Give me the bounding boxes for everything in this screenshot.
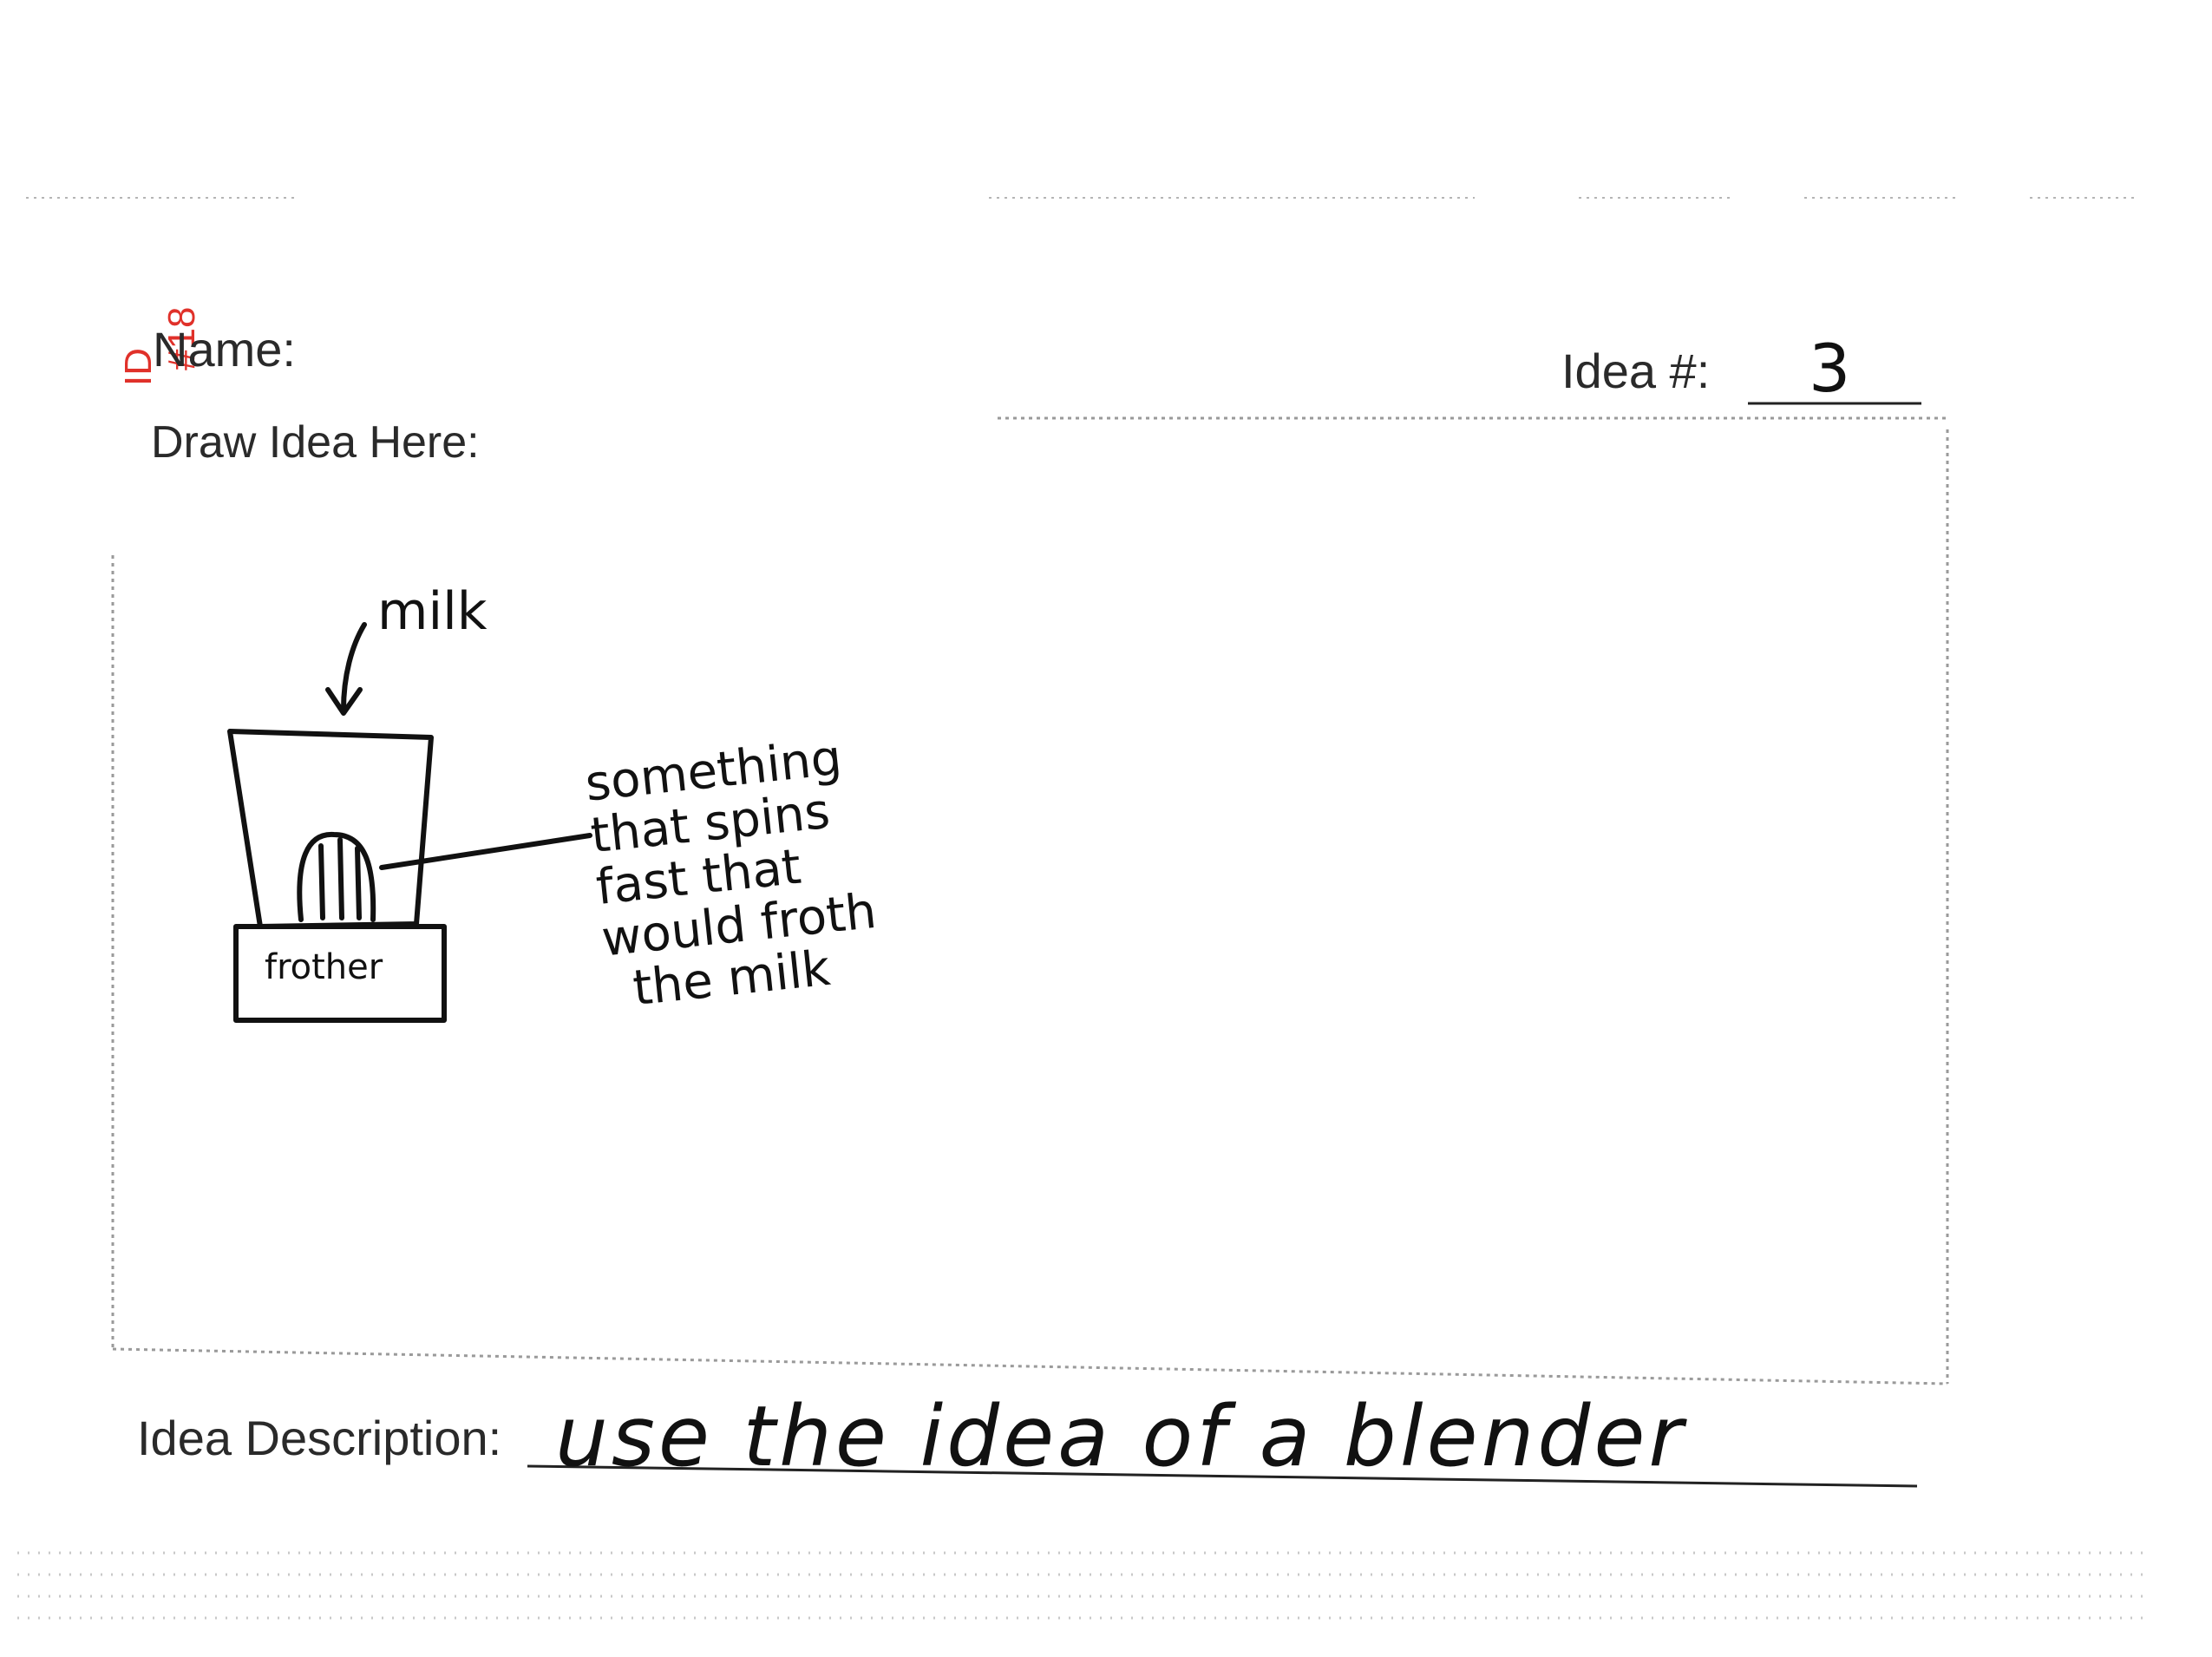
- idea-description-label: Idea Description:: [137, 1411, 502, 1465]
- idea-number-label: Idea #:: [1561, 344, 1711, 398]
- sketch-label-milk: milk: [377, 581, 488, 642]
- sketch-label-frother: frother: [265, 947, 383, 987]
- cup-outline: [227, 729, 434, 929]
- name-label: Name:: [153, 322, 296, 377]
- idea-number-value: 3: [1809, 330, 1851, 407]
- whisk-outline: [297, 831, 376, 922]
- draw-idea-label: Draw Idea Here:: [151, 417, 480, 468]
- callout-line: [379, 833, 592, 870]
- milk-arrow: [341, 622, 367, 712]
- sketch-callout-text: something that spins fast that would fro…: [583, 730, 884, 1018]
- idea-description-value: use the idea of a blender: [555, 1388, 1686, 1485]
- base-outline: [233, 924, 447, 1023]
